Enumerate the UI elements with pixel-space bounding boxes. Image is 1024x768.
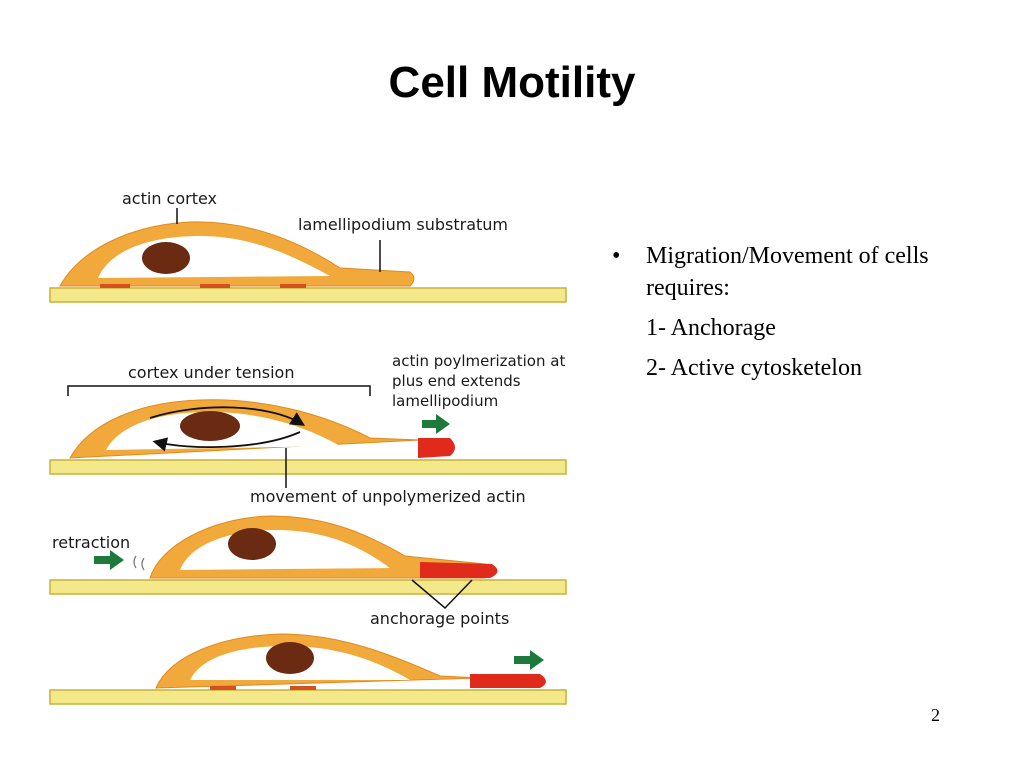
cell-motility-diagram: actin cortex lamellipodium substratum co… — [49, 189, 567, 705]
green-arrow — [514, 650, 544, 670]
panel-3-retraction: retraction anchorage points — [49, 515, 567, 628]
bullet-sub-item: 2- Active cytosketelon — [646, 355, 862, 381]
retraction-marks — [133, 555, 145, 571]
polymerizing-tip — [420, 562, 498, 578]
polymerizing-tip — [418, 438, 455, 458]
polymerization-label-line-1: actin poylmerization at — [392, 352, 565, 370]
substratum — [49, 287, 567, 303]
bullet-sub-item: 1- Anchorage — [646, 315, 776, 341]
flow-arrow-lower — [152, 431, 301, 452]
slide-title: Cell Motility — [388, 58, 636, 107]
bullet-symbol: • — [612, 243, 621, 269]
adhesion-site — [290, 686, 316, 690]
adhesion-site — [280, 284, 306, 288]
cortex-under-tension-label: cortex under tension — [128, 363, 294, 382]
nucleus — [142, 242, 190, 274]
nucleus — [228, 528, 276, 560]
bullet-main-text: Migration/Movement of cells requires: — [646, 243, 929, 301]
adhesion-site — [100, 284, 130, 288]
green-arrow — [94, 550, 124, 570]
retraction-label: retraction — [52, 533, 130, 552]
substratum — [49, 689, 567, 705]
lamellipodium-substratum-label: lamellipodium substratum — [298, 215, 508, 234]
nucleus — [266, 642, 314, 674]
unpolymerized-actin-label: movement of unpolymerized actin — [250, 487, 526, 506]
panel-1-resting-cell: actin cortex lamellipodium substratum — [49, 189, 567, 303]
anchorage-pointer — [411, 579, 473, 610]
cell-motility-figure: actin cortex lamellipodium substratum co… — [40, 180, 580, 720]
adhesion-site — [210, 686, 236, 690]
page-number: 2 — [931, 705, 940, 725]
tension-bracket — [67, 385, 371, 396]
anchorage-points-label: anchorage points — [370, 609, 509, 628]
actin-cortex-label: actin cortex — [122, 189, 217, 208]
polymerization-label-line-3: lamellipodium — [392, 392, 498, 410]
bullet-main: • Migration/Movement of cells requires: — [608, 240, 968, 304]
substratum — [49, 579, 567, 595]
polymerization-label-line-2: plus end extends — [392, 372, 521, 390]
adhesion-site — [200, 284, 230, 288]
panel-4-forward-movement — [49, 633, 567, 705]
bullet-list: • Migration/Movement of cells requires: … — [608, 240, 968, 384]
flow-arrow-upper — [149, 406, 306, 426]
panel-2-polymerization: cortex under tension actin poylmerizatio… — [49, 352, 567, 506]
polymerizing-tip — [470, 674, 546, 688]
green-arrow — [422, 414, 450, 434]
nucleus — [180, 411, 240, 441]
substratum — [49, 459, 567, 475]
